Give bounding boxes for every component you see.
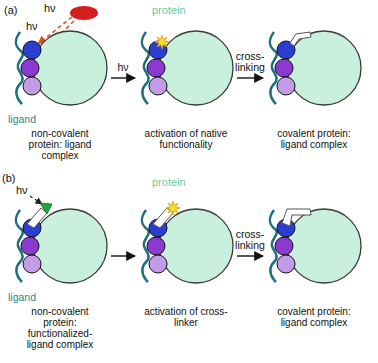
complex-illustration: non-covalent protein: ligand complex (12, 22, 108, 114)
complex-drawing (12, 200, 108, 292)
complex-drawing (138, 22, 234, 114)
annotation-label: protein (152, 176, 186, 188)
crosslink-bond (290, 32, 311, 46)
stage-caption: non-covalent protein: ligand complex (18, 128, 102, 161)
annotation-label: (a) (4, 4, 17, 16)
complex-illustration: covalent protein: ligand complex (266, 200, 362, 292)
ligand-residue (147, 237, 165, 255)
ligand-residue (21, 59, 39, 77)
stage-caption: activation of cross-linker (144, 306, 228, 328)
ligand-residue (277, 255, 295, 273)
stage-caption: covalent protein: ligand complex (272, 306, 356, 328)
arrow-label: cross-linking (228, 229, 272, 252)
annotation-label: ligand (8, 292, 36, 304)
ligand-residue (275, 237, 293, 255)
complex-drawing (266, 22, 362, 114)
crosslinker-group (27, 208, 47, 228)
reaction-arrow (237, 255, 263, 256)
annotation-label: protein (152, 4, 186, 16)
stage-caption: activation of native functionality (144, 128, 228, 150)
ligand-residue (277, 77, 295, 95)
complex-drawing (266, 200, 362, 292)
ligand-residue (21, 237, 39, 255)
photo-group (40, 203, 52, 214)
arrow-label: hν (101, 62, 145, 74)
ligand-residue (23, 255, 41, 273)
complex-drawing (12, 22, 108, 114)
annotation-label: hν (16, 184, 28, 196)
crosslink-bond (282, 209, 311, 226)
arrow-label: cross-linking (228, 51, 272, 74)
protein-body (33, 209, 107, 283)
reaction-arrow (111, 77, 135, 78)
complex-illustration: covalent protein: ligand complex (266, 22, 362, 114)
ligand-residue (149, 77, 167, 95)
ligand-residue (23, 77, 41, 95)
ligand-residue (23, 41, 41, 59)
protein-body (287, 31, 361, 105)
reaction-arrow (111, 255, 135, 256)
ligand-residue (147, 59, 165, 77)
annotation-label: hν (26, 20, 38, 32)
stage-caption: non-covalent protein: functionalized-lig… (18, 306, 102, 350)
light-source (70, 6, 98, 20)
protein-body (287, 209, 361, 283)
complex-illustration: activation of cross-linker (138, 200, 234, 292)
annotation-label: (b) (2, 172, 15, 184)
complex-drawing (138, 200, 234, 292)
complex-illustration: non-covalent protein: functionalized-lig… (12, 200, 108, 292)
ligand-residue (149, 255, 167, 273)
ligand-residue (275, 59, 293, 77)
protein-body (159, 209, 233, 283)
reaction-arrow (237, 77, 263, 78)
complex-illustration: activation of native functionality (138, 22, 234, 114)
stage-caption: covalent protein: ligand complex (272, 128, 356, 150)
annotation-label: hν (44, 2, 56, 14)
annotation-label: ligand (8, 114, 36, 126)
activation-star (155, 35, 169, 49)
activation-star (166, 201, 180, 215)
protein-body (33, 31, 107, 105)
